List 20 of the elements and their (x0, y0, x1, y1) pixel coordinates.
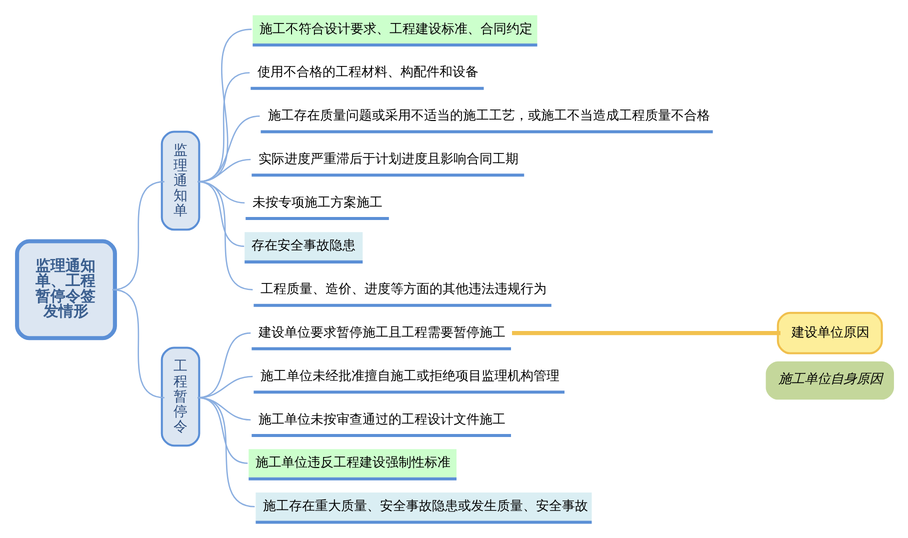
node-box (251, 174, 524, 177)
node-box (253, 304, 551, 307)
node-box (253, 390, 564, 394)
node-box (251, 347, 510, 350)
node-label: 使用不合格的工程材料、构配件和设备 (257, 65, 478, 80)
node-label: 未按专项施工方案施工 (252, 195, 382, 210)
node-box (250, 86, 484, 90)
connector (112, 289, 164, 398)
node-label: 建设单位要求暂停施工且工程需要暂停施工 (258, 326, 506, 341)
connector (512, 331, 780, 336)
node-label: 施工存在质量问题或采用不适当的施工工艺，或施工不当造成工程质量不合格 (267, 108, 710, 124)
node-box (251, 434, 510, 438)
node-label: 施工单位未经批准擅自施工或拒绝项目监理机构管理 (260, 368, 560, 384)
node-box (260, 130, 712, 134)
connector (197, 397, 254, 508)
node-box: 施工单位自身原因 (765, 361, 894, 400)
node-label: 实际进度严重滞后于计划进度且影响合同工期 (258, 152, 518, 167)
node-label: 工程质量、造价、进度等方面的其他违法违规行为 (260, 282, 546, 298)
node-label: 施工单位未按审查通过的工程设计文件施工 (258, 412, 506, 428)
node-box (245, 217, 388, 220)
